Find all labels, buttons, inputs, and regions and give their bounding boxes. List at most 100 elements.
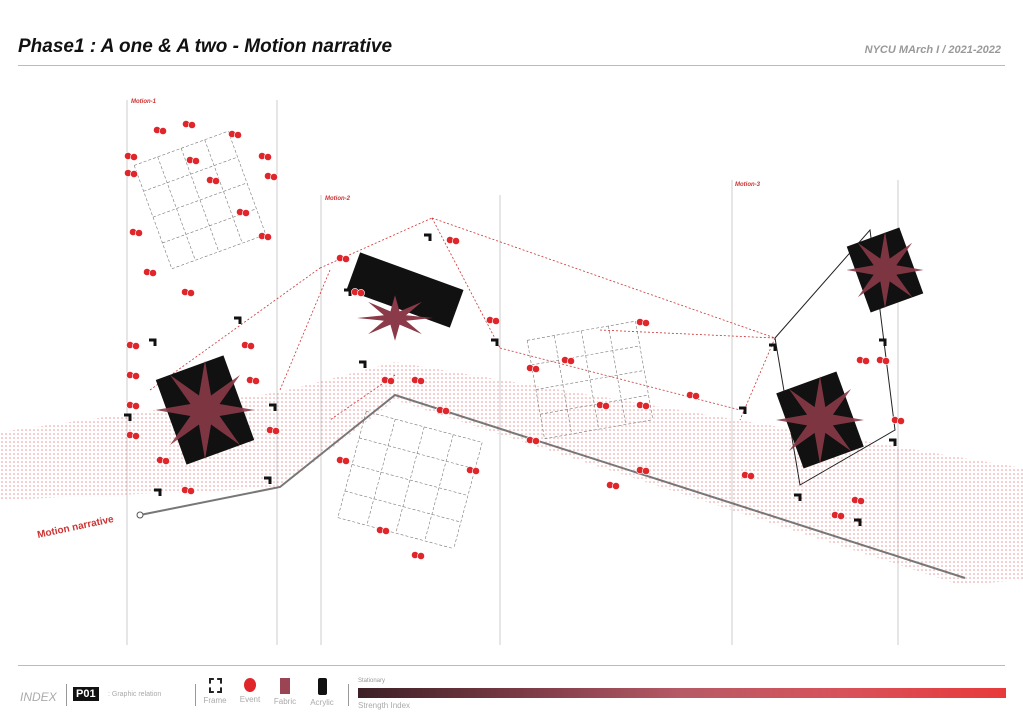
fabric-icon: [280, 678, 290, 694]
event-marker: [642, 467, 650, 475]
member-grid: [526, 320, 654, 440]
event-marker: [382, 527, 390, 535]
frame-bracket: [491, 338, 499, 346]
event-marker: [342, 255, 350, 263]
frame-outline: [774, 228, 896, 486]
motion-guides: [126, 100, 899, 645]
legend-event: Event: [233, 678, 267, 704]
event-marker: [212, 177, 220, 185]
index-label: INDEX: [20, 690, 57, 704]
event-marker: [132, 372, 140, 380]
event-marker: [132, 432, 140, 440]
motion-2-label: Motion-2: [325, 196, 351, 202]
frame-bracket: [879, 338, 887, 346]
acrylic-panel: [346, 252, 464, 328]
event-marker: [132, 402, 140, 410]
course-label: NYCU MArch I / 2021-2022: [864, 44, 1001, 56]
event-marker: [252, 377, 260, 385]
narrative-band: [0, 362, 1023, 585]
event-marker: [692, 392, 700, 400]
event-marker: [387, 377, 395, 385]
event-marker: [567, 357, 575, 365]
event-marker: [532, 437, 540, 445]
page-title: Phase1 : A one & A two - Motion narrativ…: [18, 36, 393, 57]
fabric-shape: [357, 295, 433, 341]
event-marker: [264, 153, 272, 161]
event-marker: [862, 357, 870, 365]
frame-bracket: [234, 316, 242, 324]
relation-lines: [149, 217, 896, 486]
event-marker: [342, 457, 350, 465]
event-marker: [264, 233, 272, 241]
event-marker: [642, 402, 650, 410]
event-marker: [747, 472, 755, 480]
header-divider: [18, 65, 1005, 66]
event-marker: [492, 317, 500, 325]
divider: [195, 684, 196, 706]
event-marker: [442, 407, 450, 415]
footer-divider: [18, 665, 1005, 666]
frame-bracket: [124, 413, 132, 421]
frame-bracket: [794, 493, 802, 501]
frame-bracket: [739, 406, 747, 414]
relation-line: [149, 267, 321, 391]
relation-line: [431, 217, 501, 349]
event-marker: [472, 467, 480, 475]
frame-bracket: [344, 288, 352, 296]
event-markers: [124, 120, 905, 560]
event-marker: [132, 342, 140, 350]
member-grid: [337, 411, 483, 549]
event-marker: [417, 377, 425, 385]
narrative-start: [136, 511, 144, 519]
relation-line: [279, 269, 331, 391]
motion-3-label: Motion-3: [735, 182, 761, 188]
event-marker: [247, 342, 255, 350]
frame-bracket: [424, 233, 432, 241]
divider: [66, 684, 67, 706]
event-marker: [882, 357, 890, 365]
acrylic-icon: [317, 678, 327, 695]
event-marker: [452, 237, 460, 245]
relation-line: [739, 337, 776, 421]
scale-top-label: Stationary: [358, 678, 386, 684]
frame-bracket: [359, 360, 367, 368]
event-marker: [130, 170, 138, 178]
event-marker: [417, 552, 425, 560]
narrative-label: Motion narrative: [36, 514, 115, 541]
frame-bracket: [889, 438, 897, 446]
fabric-shapes: [155, 227, 924, 469]
legend-label: Frame: [203, 696, 227, 705]
event-marker: [357, 289, 365, 297]
relation-line: [599, 329, 776, 339]
event-marker: [642, 319, 650, 327]
page-description: : Graphic relation: [108, 691, 162, 698]
event-marker: [130, 153, 138, 161]
frame-bracket: [769, 343, 777, 351]
narrative-path: [139, 393, 966, 579]
frame-bracket: [269, 403, 277, 411]
frame-bracket: [154, 488, 162, 496]
legend-label: Fabric: [273, 697, 297, 706]
event-marker: [192, 157, 200, 165]
fabric-shape: [846, 231, 924, 309]
grids: [133, 130, 654, 549]
event-marker: [612, 482, 620, 490]
event-marker: [162, 457, 170, 465]
event-marker: [532, 365, 540, 373]
event-marker: [234, 131, 242, 139]
motion-1-label: Motion-1: [131, 99, 157, 105]
frame-bracket: [264, 476, 272, 484]
frame-bracket: [854, 518, 862, 526]
event-icon: [244, 678, 256, 692]
event-marker: [270, 173, 278, 181]
legend-label: Event: [239, 695, 261, 704]
relation-line: [499, 347, 741, 411]
event-marker: [188, 121, 196, 129]
page-code-badge: P01: [73, 687, 99, 701]
event-marker: [187, 487, 195, 495]
event-marker: [837, 512, 845, 520]
fabric-shape: [776, 376, 864, 464]
event-marker: [602, 402, 610, 410]
event-marker: [187, 289, 195, 297]
member-grid: [133, 130, 267, 270]
